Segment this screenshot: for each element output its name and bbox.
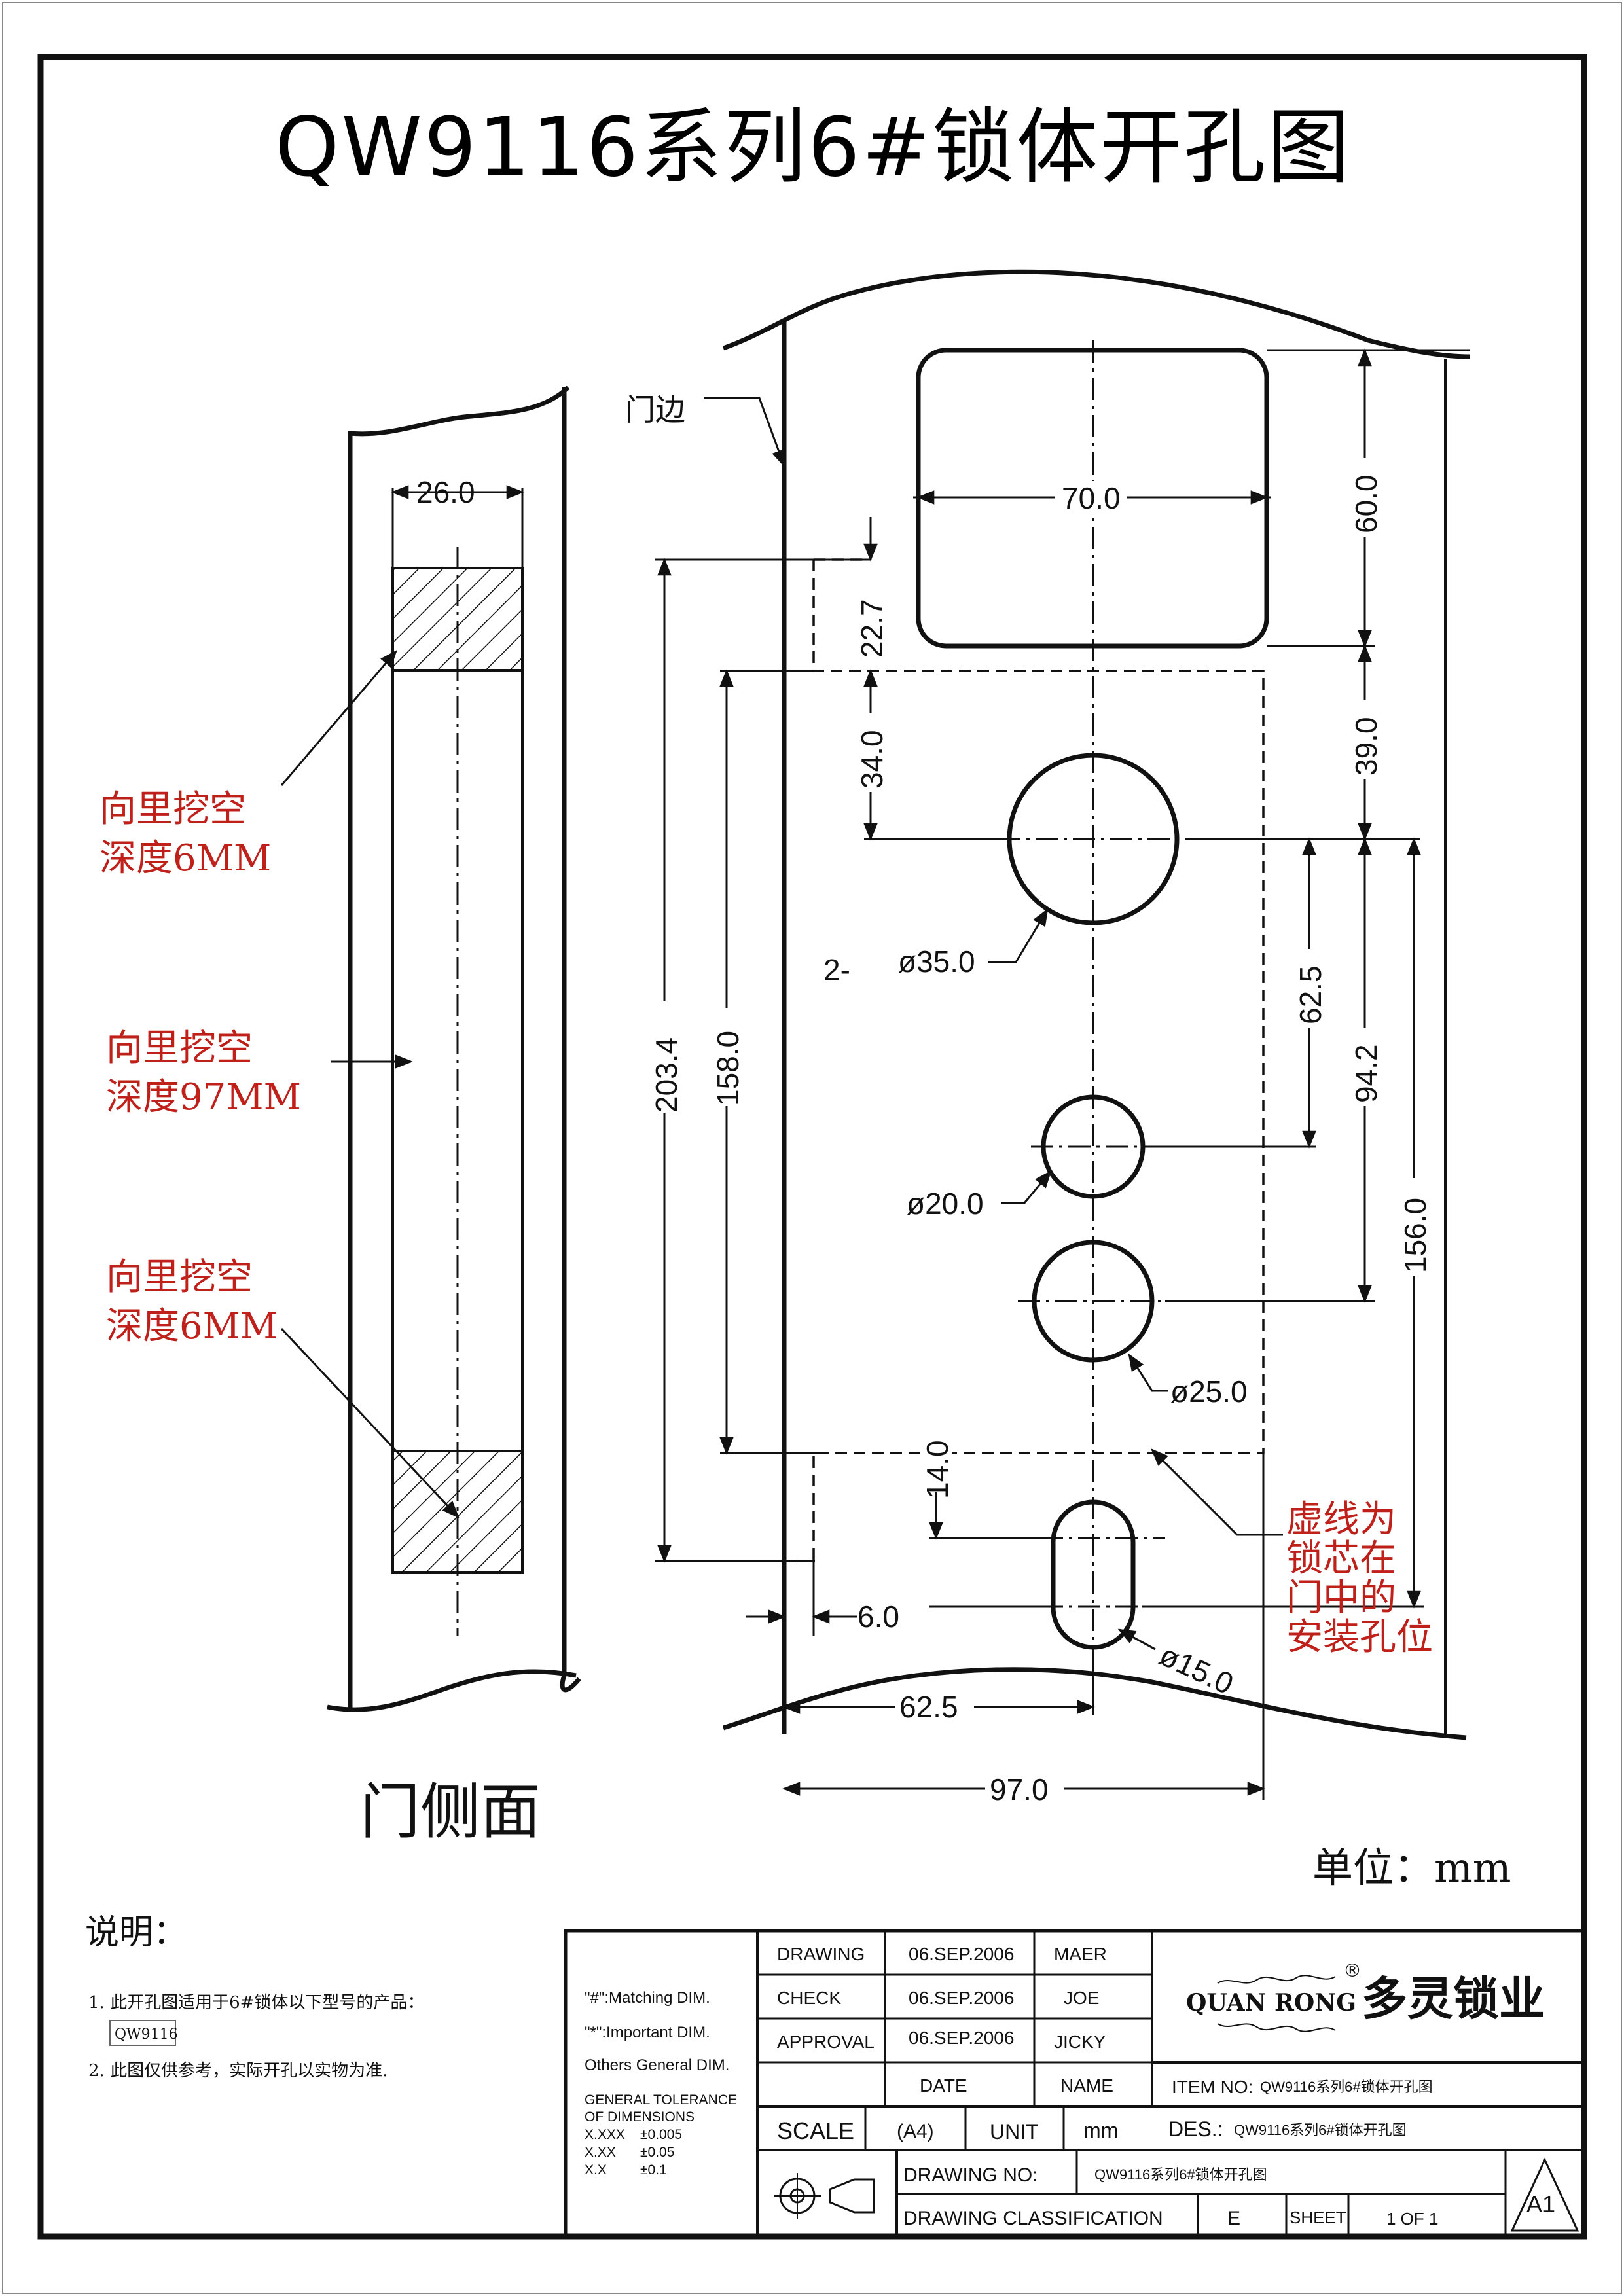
note-mid-line1: 向里挖空 (106, 1027, 253, 1069)
revision-code: A1 (1526, 2191, 1555, 2217)
d35-label: ø35.0 (898, 944, 975, 978)
drawing-no-label: DRAWING NO: (903, 2164, 1038, 2186)
revision-triangle-icon (1510, 2157, 1579, 2232)
front-top-break (722, 269, 1470, 359)
dim-203: 203.4 (649, 1037, 683, 1113)
note-bottom-line2: 深度6MM (106, 1305, 278, 1348)
scale-label: SCALE (777, 2117, 854, 2144)
notes-heading: 说明： (85, 1913, 187, 1952)
name-header: NAME (1060, 2075, 1113, 2096)
dashed-note-line4: 安装孔位 (1286, 1616, 1433, 1659)
row-role: APPROVAL (777, 2032, 875, 2052)
unit-value: mm (1083, 2119, 1118, 2142)
front-view: 70.0 203.4 158.0 22.7 (625, 269, 1470, 1806)
door-edge-leader (704, 397, 785, 468)
projection-symbol-icon (774, 2173, 875, 2219)
side-view-left-outline (348, 386, 570, 1710)
note-top-line1: 向里挖空 (99, 788, 246, 831)
unit-label-tb: UNIT (990, 2120, 1039, 2144)
row-name: JOE (1064, 1988, 1099, 2008)
dim-60: 60.0 (1349, 475, 1383, 533)
model-tag-box (109, 2020, 176, 2046)
registered-mark: ® (1343, 1960, 1362, 1981)
side-view-bottom-break (327, 1669, 577, 1712)
tolerance-head2: OF DIMENSIONS (585, 2109, 695, 2125)
d20-label: ø20.0 (907, 1187, 984, 1221)
tolerance-head1: GENERAL TOLERANCE (585, 2092, 737, 2108)
dim-62-5-h: 62.5 (899, 1690, 958, 1724)
dashed-note-line1: 虚线为 (1286, 1498, 1396, 1541)
dim-156: 156.0 (1398, 1198, 1432, 1273)
tolerance-row-key: X.X (585, 2162, 607, 2178)
sheet-value: 1 OF 1 (1386, 2209, 1438, 2229)
lock-body-dashed-outline (784, 560, 1265, 1562)
dim-6: 6.0 (857, 1600, 899, 1634)
des-value: QW9116系列6#锁体开孔图 (1234, 2122, 1407, 2138)
notes-item2: 2. 此图仅供参考，实际开孔以实物为准. (88, 2061, 388, 2081)
legend-important: "*":Important DIM. (585, 2024, 710, 2041)
row-role: CHECK (777, 1988, 841, 2008)
dim-22-7: 22.7 (855, 599, 889, 658)
side-view: 26.0 门侧面 (280, 386, 581, 1847)
tolerance-row-val: ±0.005 (640, 2127, 682, 2142)
drawing-title: QW9116系列6#锁体开孔图 (275, 100, 1351, 195)
brand-logo: QUAN RONG 多灵锁业 ® (1186, 1960, 1545, 2032)
dashed-note-leader (1151, 1448, 1283, 1536)
row-name: MAER (1054, 1944, 1107, 1964)
note-bottom-line1: 向里挖空 (106, 1256, 253, 1299)
row-role: DRAWING (777, 1944, 865, 1964)
item-no-label: ITEM NO: (1172, 2077, 1253, 2097)
note-mid-line2: 深度97MM (106, 1076, 301, 1119)
brand-cn: 多灵锁业 (1362, 1972, 1545, 2026)
side-top-recess-hatch (391, 567, 524, 672)
note-top-line2: 深度6MM (99, 837, 271, 880)
title-block (564, 1929, 1586, 2238)
row-date: 06.SEP.2006 (909, 1988, 1014, 2008)
dim-158: 158.0 (711, 1031, 745, 1106)
drawing-frame (37, 54, 1587, 2240)
dim-97: 97.0 (990, 1772, 1049, 1806)
dim-94-2: 94.2 (1349, 1044, 1383, 1103)
leader-bottom-recess (280, 1327, 460, 1518)
door-edge-label: 门边 (625, 393, 685, 427)
classification-value: E (1227, 2208, 1240, 2229)
row-date: 06.SEP.2006 (909, 1944, 1014, 1964)
side-view-right-outline (560, 387, 581, 1693)
notes-item1: 1. 此开孔图适用于6#锁体以下型号的产品： (88, 1993, 424, 2013)
d35-prefix: 2- (823, 953, 850, 987)
legend-matching: "#":Matching DIM. (585, 1989, 710, 2007)
front-bottom-break (722, 1667, 1467, 1740)
dashed-note-line2: 锁芯在 (1286, 1537, 1396, 1580)
row-date: 06.SEP.2006 (909, 2028, 1014, 2048)
classification-label: DRAWING CLASSIFICATION (903, 2208, 1163, 2229)
side-width-dim: 26.0 (416, 475, 475, 509)
dim-62-5-v: 62.5 (1293, 965, 1327, 1024)
sheet-label: SHEET (1290, 2208, 1346, 2227)
model-tag: QW9116 (115, 2026, 178, 2043)
dim-34: 34.0 (855, 730, 889, 789)
hole-d15-slot (1051, 1499, 1136, 1650)
item-no-value: QW9116系列6#锁体开孔图 (1260, 2079, 1433, 2095)
dashed-note-line3: 门中的 (1286, 1577, 1396, 1619)
drawing-no-value: QW9116系列6#锁体开孔图 (1094, 2166, 1267, 2183)
tolerance-row-key: X.XX (585, 2145, 616, 2160)
tolerance-row-key: X.XXX (585, 2127, 625, 2142)
leader-top-recess (280, 649, 397, 786)
brand-en: QUAN RONG (1186, 1989, 1356, 2017)
d25-label: ø25.0 (1170, 1374, 1248, 1408)
dim-70: 70.0 (1062, 481, 1121, 515)
side-view-caption: 门侧面 (360, 1777, 541, 1847)
dim-39: 39.0 (1349, 717, 1383, 776)
date-header: DATE (920, 2075, 967, 2096)
row-name: JICKY (1054, 2032, 1106, 2052)
scale-value: (A4) (897, 2121, 934, 2142)
unit-label: 单位：mm (1312, 1844, 1511, 1892)
tolerance-row-val: ±0.05 (640, 2145, 674, 2160)
des-label: DES.: (1168, 2117, 1223, 2141)
legend-others: Others General DIM. (585, 2056, 729, 2074)
tolerance-row-val: ±0.1 (640, 2162, 667, 2178)
dim-14: 14.0 (920, 1440, 954, 1499)
